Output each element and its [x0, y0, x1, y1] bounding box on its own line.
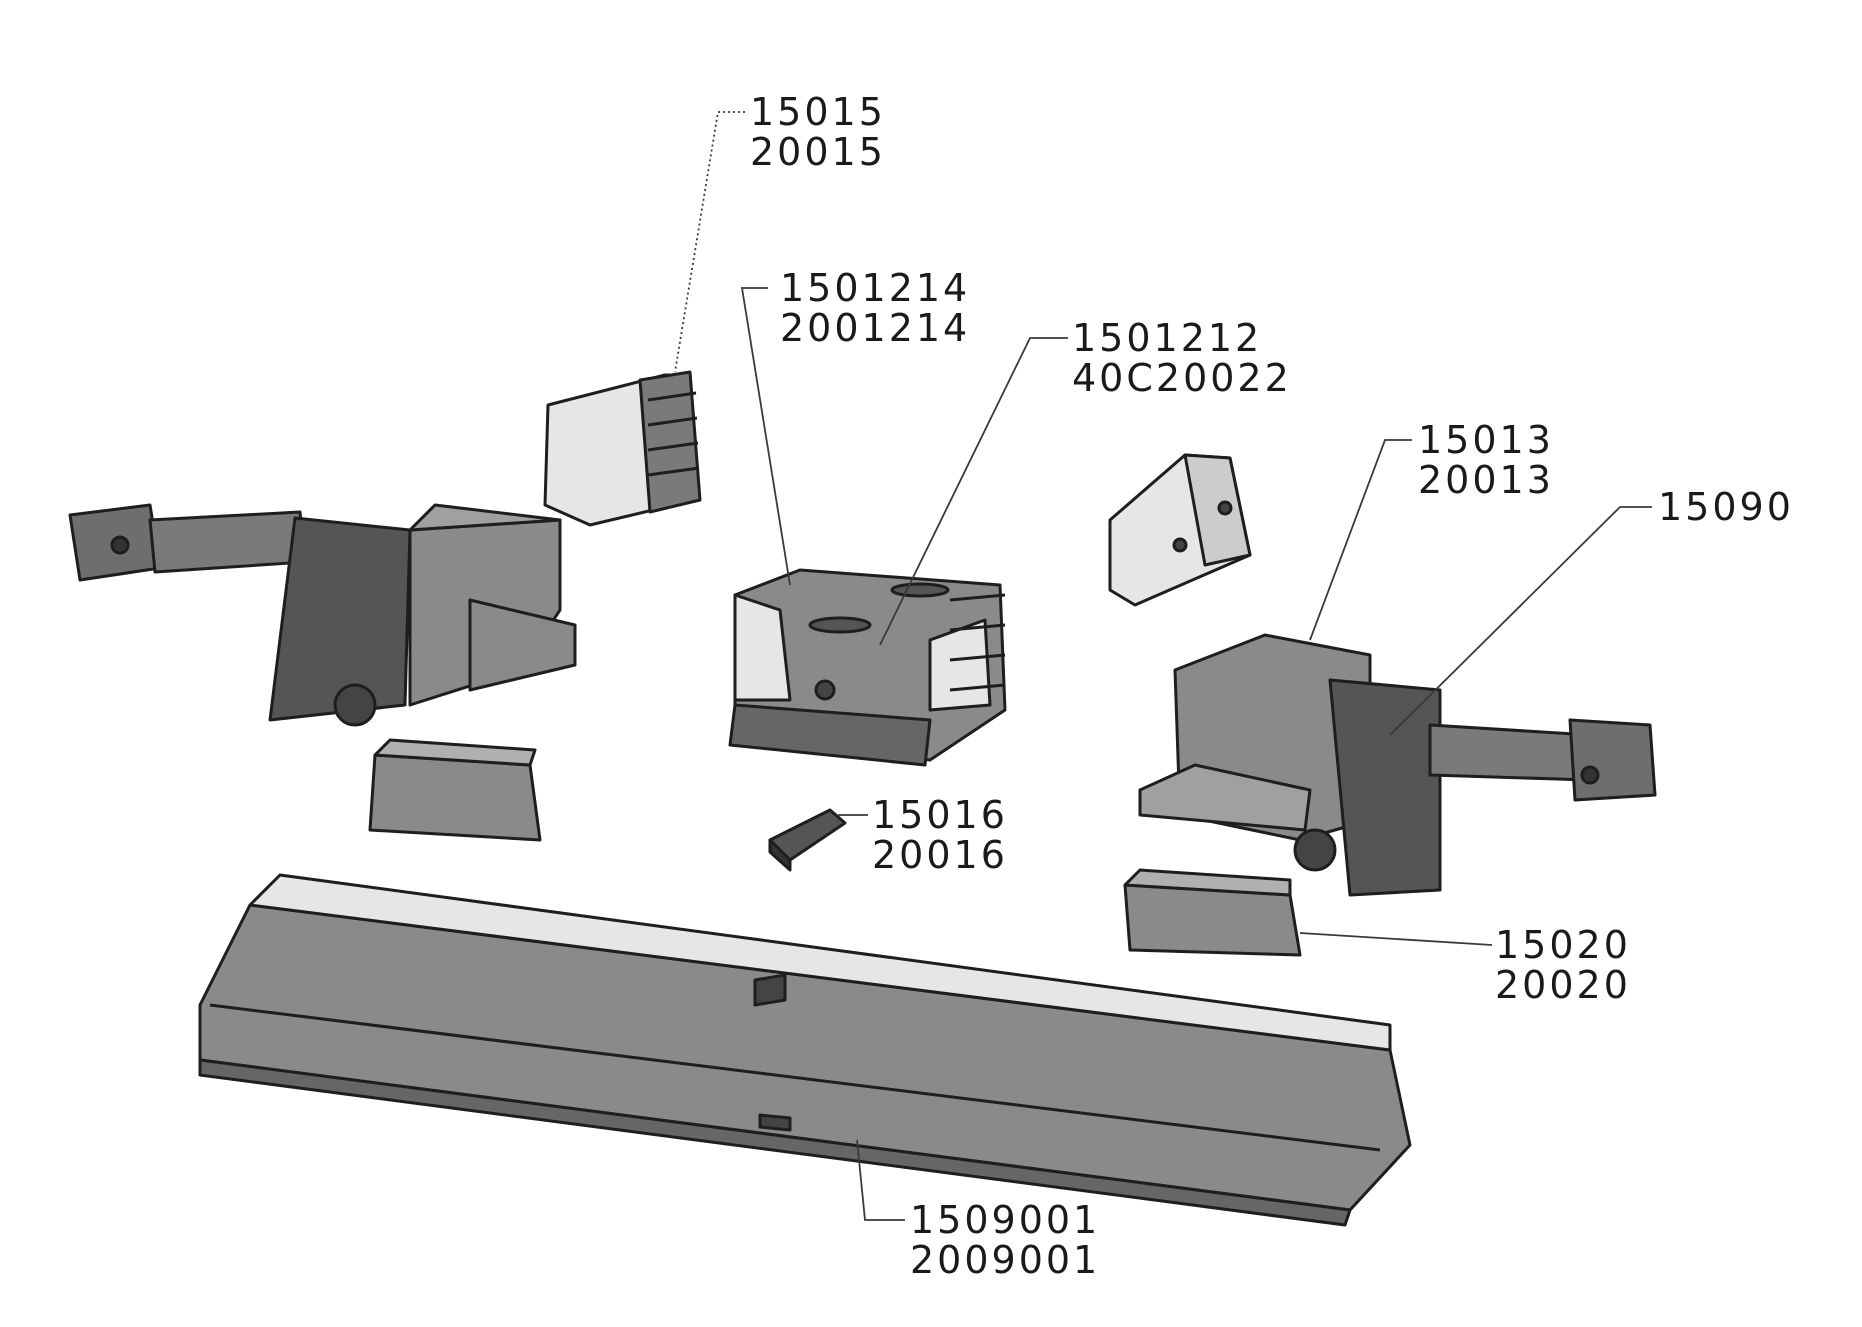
label-t-nut: 15020 20020: [1495, 925, 1631, 1005]
center-jaw-body: [728, 568, 1007, 767]
right-jaw-plate: [1108, 453, 1252, 607]
leader-15020: [1299, 932, 1493, 946]
label-top-jaw-plate: 15015 20015: [750, 92, 886, 172]
right-jaw-body: [1138, 633, 1442, 897]
leader-15015: [674, 111, 745, 373]
part-number-secondary: 40C20022: [1072, 356, 1292, 400]
left-screw-shaft: [68, 503, 307, 582]
key-bar: [768, 808, 847, 872]
label-base-rail: 1509001 2009001: [910, 1200, 1100, 1280]
label-right-screw: 15090: [1658, 487, 1794, 527]
leader-1501212: [879, 337, 1068, 646]
part-number-secondary: 20020: [1495, 963, 1631, 1007]
label-key-bar: 15016 20016: [872, 795, 1008, 875]
part-number-primary: 15016: [872, 793, 1008, 837]
part-number-secondary: 20015: [750, 130, 886, 174]
right-screw-shaft: [1428, 718, 1657, 802]
label-center-body: 1501212 40C20022: [1072, 318, 1292, 398]
top-jaw-plate: [543, 370, 702, 527]
base-rail: [198, 873, 1412, 1227]
label-right-jaw-body: 15013 20013: [1418, 420, 1554, 500]
right-t-nut: [1123, 868, 1302, 957]
part-number-primary: 1509001: [910, 1198, 1101, 1242]
leader-1501214: [740, 287, 791, 586]
left-t-nut: [368, 738, 542, 842]
left-jaw-body: [268, 503, 577, 727]
part-number-secondary: 2001214: [780, 306, 971, 350]
part-number-primary: 1501214: [780, 266, 971, 310]
part-number-primary: 15090: [1658, 485, 1794, 529]
part-number-primary: 15013: [1418, 418, 1554, 462]
part-number-secondary: 20013: [1418, 458, 1554, 502]
leader-15013: [1309, 439, 1412, 641]
leader-15090: [1389, 506, 1652, 736]
part-number-secondary: 2009001: [910, 1238, 1101, 1282]
part-number-primary: 15015: [750, 90, 886, 134]
part-number-secondary: 20016: [872, 833, 1008, 877]
label-center-jaw-key: 1501214 2001214: [780, 268, 970, 348]
leader-1509001: [856, 1139, 905, 1221]
part-number-primary: 1501212: [1072, 316, 1263, 360]
part-number-primary: 15020: [1495, 923, 1631, 967]
